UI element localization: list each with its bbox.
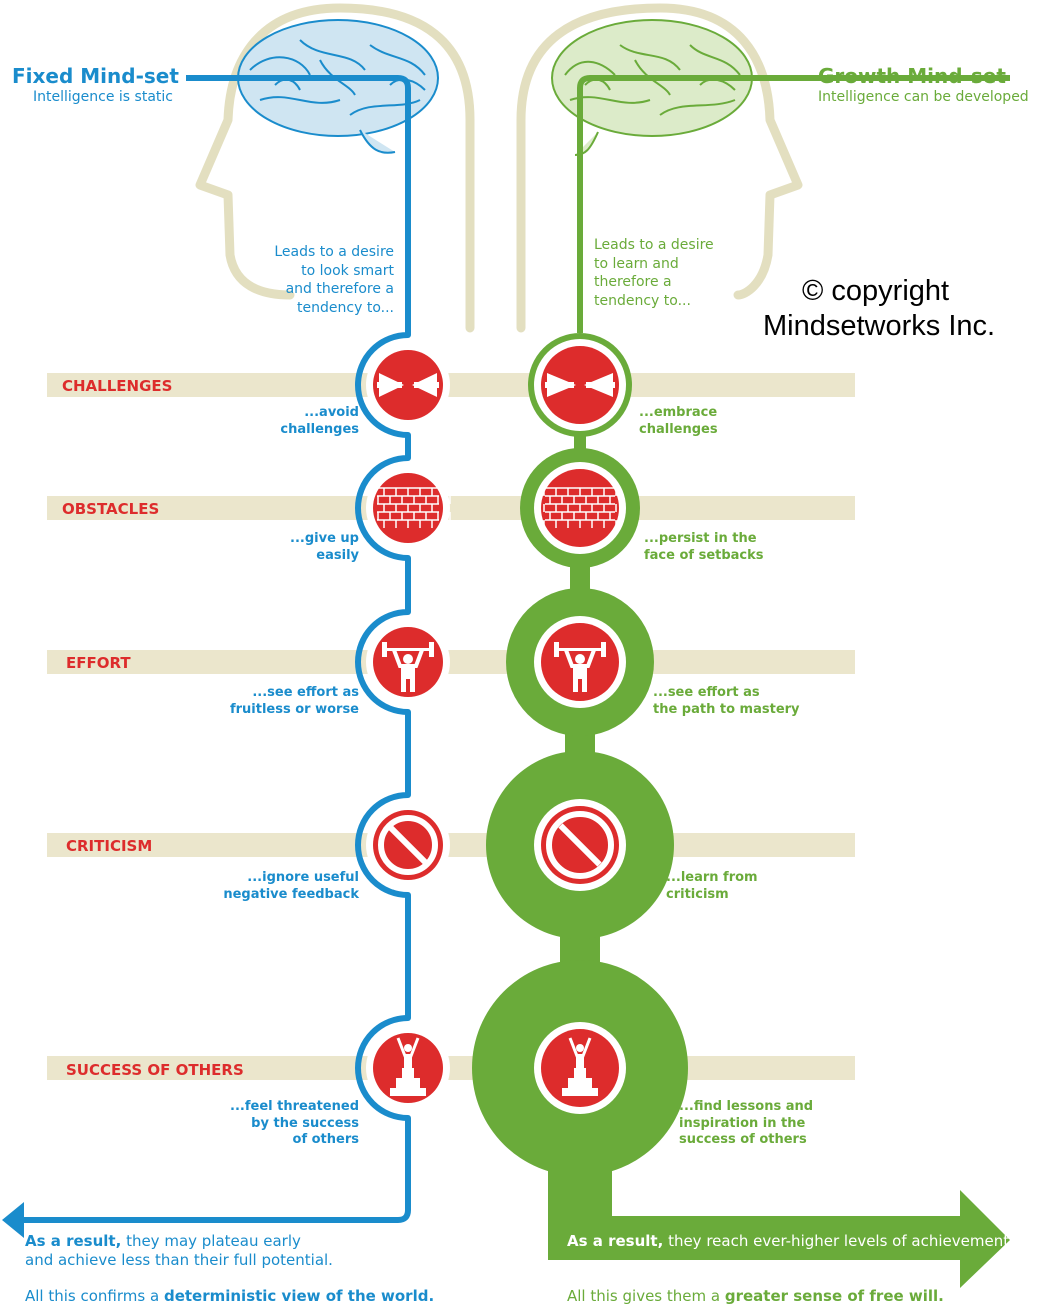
podium-winner-icon [366, 1026, 450, 1110]
category-band [47, 496, 855, 520]
arrows-inward-icon [366, 343, 450, 427]
winner-body [404, 1054, 412, 1068]
fixed-response-success: ...feel threatened by the success of oth… [230, 1099, 359, 1147]
fixed-response-criticism: ...ignore useful negative feedback [223, 870, 359, 902]
podium-middle [396, 1078, 420, 1088]
category-band [47, 1056, 855, 1080]
weightlifter-icon [366, 620, 450, 704]
lifter-torso [573, 665, 587, 679]
category-obstacles: OBSTACLES [62, 500, 160, 518]
podium-base [390, 1088, 426, 1096]
prohibited-ring [546, 811, 614, 879]
arrow-left-shaft [545, 382, 574, 388]
fixed-response-effort: ...see effort as fruitless or worse [229, 685, 359, 717]
fixed-mindset-subtitle: Intelligence is static [33, 89, 173, 105]
growth-mindset-subtitle: Intelligence can be developed [818, 89, 1029, 105]
category-band [47, 650, 855, 674]
podium-top [402, 1068, 414, 1078]
arrow-right-shaft [414, 382, 439, 388]
fixed-response-challenges: ...avoid challenges [280, 405, 359, 437]
barbell-bar [556, 648, 604, 651]
lifter-torso [401, 665, 415, 679]
growth-response-criticism: ...learn from criticism [666, 870, 758, 902]
icon-red-disc [541, 346, 619, 424]
category-band [47, 833, 855, 857]
prohibited-sign-icon [366, 803, 450, 887]
growth-mindset-title: Growth Mind-set [818, 64, 1006, 88]
barbell-plate-left [554, 642, 559, 657]
lifter-leg-left [401, 678, 406, 692]
lifter-leg-left [573, 678, 578, 692]
prohibited-ring [378, 815, 438, 875]
winner-head [404, 1044, 412, 1052]
category-effort: EFFORT [66, 654, 131, 672]
brick-wall-icon [366, 466, 451, 550]
growth-response-challenges: ...embrace challenges [639, 405, 718, 437]
weightlifter-icon [534, 616, 626, 708]
fixed-lead-text: Leads to a desire to look smart and ther… [274, 244, 394, 316]
prohibited-slash [388, 825, 428, 865]
fixed-head-outline [195, 3, 475, 333]
barbell-plate-right [601, 642, 606, 657]
fixed-conclusion-text: All this confirms a deterministic view o… [25, 1287, 435, 1305]
arrow-left-shaft [377, 382, 402, 388]
category-band [47, 373, 855, 397]
growth-result-text: As a result, they reach ever-higher leve… [567, 1232, 1014, 1250]
lifter-leg-right [410, 678, 415, 692]
growth-lead-text: Leads to a desire to learn and therefore… [594, 237, 714, 309]
fixed-mindset-path [22, 75, 411, 1223]
podium-base [562, 1088, 598, 1096]
growth-conclusion-text: All this gives them a greater sense of f… [567, 1287, 944, 1305]
fixed-result-text: As a result, they may plateau early and … [25, 1232, 333, 1269]
barbell-bar [384, 648, 432, 651]
category-success-of-others: SUCCESS OF OTHERS [66, 1061, 244, 1079]
copyright-line-2: Mindsetworks Inc. [763, 310, 996, 342]
category-challenges: CHALLENGES [62, 377, 173, 395]
growth-response-success: ...find lessons and inspiration in the s… [679, 1099, 814, 1147]
lifter-head [403, 654, 413, 664]
fixed-mindset-title: Fixed Mind-set [12, 64, 179, 88]
brick-wall-icon [534, 462, 626, 554]
podium-top [574, 1068, 586, 1078]
arrow-right-shaft [586, 382, 615, 388]
copyright-line-1: © copyright [802, 275, 950, 307]
category-criticism: CRITICISM [66, 837, 153, 855]
fixed-arrowhead-icon [2, 1202, 24, 1238]
podium-middle [568, 1078, 592, 1088]
winner-head [576, 1044, 584, 1052]
barbell-plate-left [382, 642, 387, 657]
growth-arrow-icon [548, 1128, 1010, 1288]
icon-red-disc [373, 350, 443, 420]
prohibited-slash [558, 823, 602, 867]
growth-response-effort: ...see effort as the path to mastery [653, 685, 800, 717]
prohibited-sign-icon [534, 799, 626, 891]
growth-entry-line [577, 75, 1010, 333]
growth-response-obstacles: ...persist in the face of setbacks [644, 531, 764, 563]
lifter-head [575, 654, 585, 664]
lifter-leg-right [582, 678, 587, 692]
barbell-plate-right [429, 642, 434, 657]
arrows-inward-icon [534, 339, 626, 431]
fixed-response-obstacles: ...give up easily [290, 531, 359, 563]
growth-head-outline [516, 3, 803, 333]
podium-winner-icon [534, 1022, 626, 1114]
winner-body [576, 1054, 584, 1068]
